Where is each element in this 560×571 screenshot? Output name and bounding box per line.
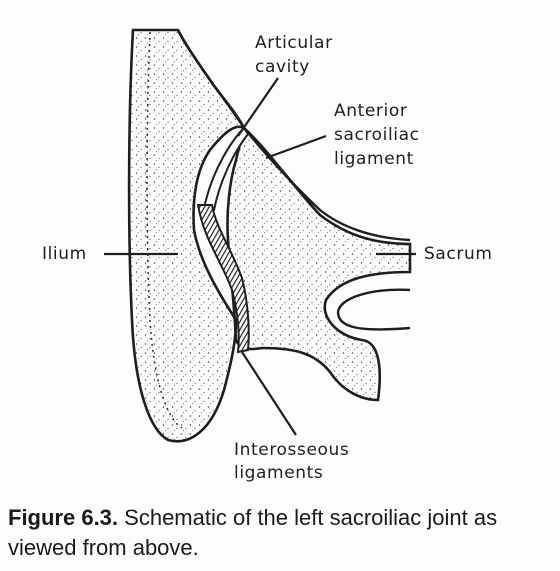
label-articular-cavity: Articular cavity [255, 33, 339, 77]
figure-caption-text: Schematic of the left sacroiliac joint a… [8, 505, 498, 560]
interosseous-ligament-band [196, 204, 250, 354]
figure-caption: Figure 6.3. Schematic of the left sacroi… [8, 503, 553, 563]
sacroiliac-joint-diagram: Articular cavity Anterior sacroiliac lig… [42, 28, 492, 483]
leader-interosseous [241, 351, 297, 436]
leader-anterior [265, 134, 327, 160]
figure-number: Figure 6.3. [8, 505, 119, 530]
anterior-ligament-band [176, 29, 411, 242]
sacral-notch [336, 288, 411, 331]
label-interosseous-ligaments: Interosseous ligaments [234, 440, 355, 483]
ilium-cortex-line [146, 31, 183, 429]
label-ilium: Ilium [42, 244, 87, 264]
label-anterior-sacroiliac-ligament: Anterior sacroiliac ligament [334, 101, 426, 169]
leader-articular [237, 77, 279, 137]
label-sacrum: Sacrum [424, 244, 492, 264]
